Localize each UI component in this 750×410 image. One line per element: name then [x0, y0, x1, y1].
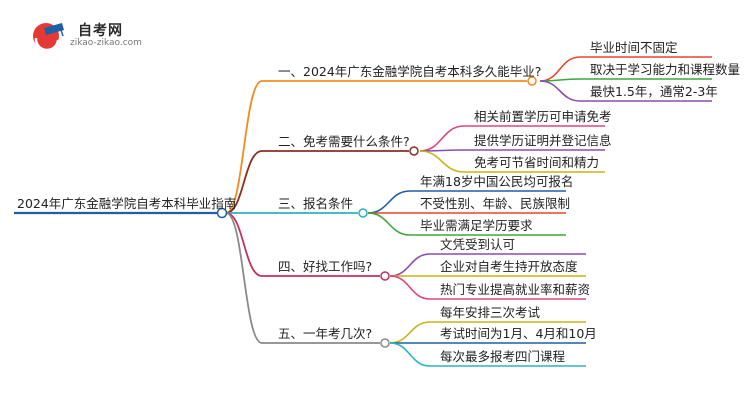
leaf-node-2-1[interactable]: 相关前置学历可申请免考 — [474, 109, 612, 124]
site-logo[interactable]: 自考网 zikao-zikao.com — [30, 18, 150, 52]
leaf-node-5-2[interactable]: 考试时间为1月、4月和10月 — [440, 326, 597, 341]
leaf-node-4-3[interactable]: 热门专业提高就业率和薪资 — [440, 282, 591, 297]
leaf-link-5-3 — [389, 342, 431, 367]
branch-connector-2 — [409, 146, 419, 156]
mindmap-links — [14, 56, 712, 367]
leaf-node-1-3[interactable]: 最快1.5年，通常2-3年 — [590, 84, 718, 99]
leaf-link-5-1 — [389, 321, 431, 344]
leaf-node-2-2[interactable]: 提供学历证明并登记信息 — [474, 133, 612, 148]
leaf-link-3-3 — [367, 212, 411, 236]
leaf-node-1-2[interactable]: 取决于学习能力和课程数量 — [590, 62, 741, 77]
leaf-link-3-1 — [367, 190, 411, 214]
branch-node-4[interactable]: 四、好找工作吗? — [278, 259, 373, 274]
leaf-link-2-1 — [419, 125, 465, 152]
leaf-node-3-1[interactable]: 年满18岁中国公民均可报名 — [420, 174, 574, 189]
leaf-node-5-1[interactable]: 每年安排三次考试 — [440, 305, 541, 320]
leaf-node-3-3[interactable]: 毕业需满足学历要求 — [420, 218, 533, 233]
leaf-link-2-3 — [419, 150, 465, 173]
branch-link-1 — [225, 80, 263, 214]
logo-title: 自考网 — [78, 23, 123, 39]
branch-link-4 — [225, 212, 263, 277]
leaf-link-1-3 — [539, 80, 581, 102]
branch-node-2[interactable]: 二、免考需要什么条件? — [278, 134, 410, 149]
leaf-link-4-1 — [389, 253, 431, 277]
branch-node-5[interactable]: 五、一年考几次? — [278, 326, 373, 341]
leaf-link-4-3 — [389, 275, 431, 300]
root-connector — [216, 207, 228, 219]
leaf-node-1-1[interactable]: 毕业时间不固定 — [590, 40, 678, 55]
branch-connector-5 — [380, 338, 390, 348]
branch-connector-3 — [358, 208, 368, 218]
branch-connector-4 — [380, 271, 390, 281]
branch-connector-1 — [527, 76, 537, 86]
logo-subtitle: zikao-zikao.com — [70, 38, 142, 48]
root-node[interactable]: 2024年广东金融学院自考本科毕业指南 — [17, 196, 237, 211]
leaf-node-3-2[interactable]: 不受性别、年龄、民族限制 — [420, 196, 571, 211]
branch-link-2 — [225, 150, 263, 214]
graduation-cap-icon — [33, 23, 64, 52]
leaf-node-4-2[interactable]: 企业对自考生持开放态度 — [440, 259, 578, 274]
branch-node-3[interactable]: 三、报名条件 — [278, 196, 354, 211]
leaf-link-1-1 — [539, 56, 581, 82]
branch-link-5 — [225, 212, 263, 344]
mindmap-nodes — [216, 76, 537, 348]
leaf-node-4-1[interactable]: 文凭受到认可 — [440, 237, 516, 252]
leaf-node-5-3[interactable]: 每次最多报考四门课程 — [440, 349, 566, 364]
branch-node-1[interactable]: 一、2024年广东金融学院自考本科多久能毕业? — [278, 64, 542, 79]
leaf-node-2-3[interactable]: 免考可节省时间和精力 — [474, 155, 600, 170]
